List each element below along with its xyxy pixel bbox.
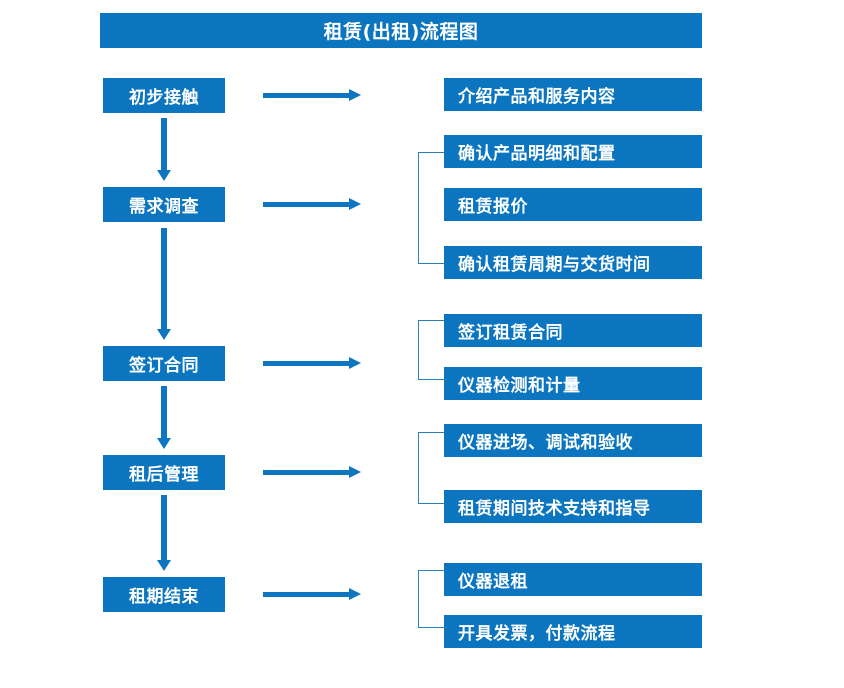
horizontal-arrow-icon-4 — [263, 464, 361, 480]
detail-label: 开具发票，付款流程 — [458, 624, 616, 644]
stage-label: 租期结束 — [129, 587, 199, 607]
detail-box-introduce-products[interactable]: 介绍产品和服务内容 — [444, 78, 702, 111]
group-bracket-sign-contract — [418, 320, 444, 380]
detail-label: 租赁期间技术支持和指导 — [458, 499, 651, 519]
detail-label: 确认租赁周期与交货时间 — [458, 255, 651, 275]
arrow-shaft — [161, 118, 167, 170]
arrow-shaft — [263, 202, 351, 207]
vertical-arrow-icon-1 — [156, 118, 172, 181]
detail-label: 签订租赁合同 — [458, 323, 563, 343]
arrow-shaft — [263, 470, 351, 475]
detail-label: 介绍产品和服务内容 — [458, 87, 616, 107]
arrow-head — [157, 329, 171, 340]
arrow-shaft — [161, 386, 167, 438]
horizontal-arrow-icon-1 — [263, 87, 361, 103]
stage-label: 初步接触 — [129, 88, 199, 108]
stage-box-needs-survey[interactable]: 需求调查 — [103, 187, 225, 222]
detail-box-instrument-inspection[interactable]: 仪器检测和计量 — [444, 367, 702, 400]
arrow-shaft — [161, 228, 167, 329]
stage-box-lease-end[interactable]: 租期结束 — [103, 577, 225, 612]
detail-box-confirm-specs[interactable]: 确认产品明细和配置 — [444, 135, 702, 168]
detail-box-invoice-payment[interactable]: 开具发票，付款流程 — [444, 615, 702, 648]
detail-label: 仪器进场、调试和验收 — [458, 433, 633, 453]
chart-title-bar: 租赁(出租)流程图 — [100, 13, 702, 48]
stage-box-initial-contact[interactable]: 初步接触 — [103, 78, 225, 113]
stage-label: 签订合同 — [129, 356, 199, 376]
detail-box-instrument-onsite-commission[interactable]: 仪器进场、调试和验收 — [444, 424, 702, 457]
detail-label: 确认产品明细和配置 — [458, 144, 616, 164]
stage-label: 需求调查 — [129, 197, 199, 217]
arrow-shaft — [263, 93, 351, 98]
arrow-head — [157, 560, 171, 571]
vertical-arrow-icon-3 — [156, 386, 172, 449]
arrow-shaft — [161, 495, 167, 560]
detail-label: 仪器退租 — [458, 572, 528, 592]
arrow-head — [157, 170, 171, 181]
horizontal-arrow-icon-2 — [263, 196, 361, 212]
group-bracket-post-rental — [418, 432, 444, 504]
arrow-shaft — [263, 592, 351, 597]
detail-box-technical-support[interactable]: 租赁期间技术支持和指导 — [444, 490, 702, 523]
stage-box-post-rental-management[interactable]: 租后管理 — [103, 455, 225, 490]
vertical-arrow-icon-2 — [156, 228, 172, 340]
detail-label: 仪器检测和计量 — [458, 376, 581, 396]
stage-label: 租后管理 — [129, 465, 199, 485]
detail-box-rental-quote[interactable]: 租赁报价 — [444, 188, 702, 221]
arrow-head — [349, 466, 361, 478]
detail-label: 租赁报价 — [458, 197, 528, 217]
group-bracket-needs-survey — [418, 152, 444, 264]
arrow-head — [349, 198, 361, 210]
arrow-head — [349, 89, 361, 101]
vertical-arrow-icon-4 — [156, 495, 172, 571]
detail-box-instrument-return[interactable]: 仪器退租 — [444, 563, 702, 596]
detail-box-confirm-period-delivery[interactable]: 确认租赁周期与交货时间 — [444, 246, 702, 279]
arrow-head — [349, 588, 361, 600]
group-bracket-lease-end — [418, 570, 444, 628]
chart-title-text: 租赁(出租)流程图 — [323, 21, 479, 43]
arrow-head — [349, 357, 361, 369]
arrow-head — [157, 438, 171, 449]
horizontal-arrow-icon-3 — [263, 355, 361, 371]
stage-box-sign-contract[interactable]: 签订合同 — [103, 346, 225, 381]
detail-box-sign-rental-contract[interactable]: 签订租赁合同 — [444, 314, 702, 347]
arrow-shaft — [263, 361, 351, 366]
horizontal-arrow-icon-5 — [263, 586, 361, 602]
